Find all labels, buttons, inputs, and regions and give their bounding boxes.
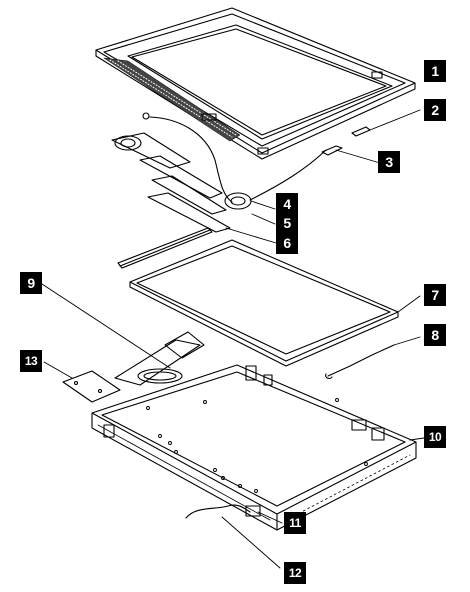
callout-7: 7: [424, 284, 446, 306]
callout-1: 1: [424, 60, 446, 82]
part-11-12-cable: [185, 504, 283, 569]
callout-3: 3: [378, 151, 400, 173]
callout-5: 5: [276, 212, 298, 234]
callout-8: 8: [424, 324, 446, 346]
callout-2: 2: [424, 99, 446, 121]
part-2-latch: [351, 109, 421, 137]
callout-12: 12: [284, 562, 306, 584]
part-10-rear-cover: [91, 364, 425, 531]
callout-11: 11: [284, 512, 306, 534]
part-1-bezel: [95, 7, 416, 160]
callout-10: 10: [424, 426, 446, 448]
part-9-hinge-cable: [41, 283, 205, 386]
part-6-brackets: [139, 155, 277, 244]
part-13-bracket: [43, 361, 121, 403]
part-8-rail: [325, 336, 421, 379]
callout-4: 4: [276, 193, 298, 215]
part-3-clip: [321, 145, 381, 164]
callout-13: 13: [20, 350, 42, 372]
callout-9: 9: [20, 272, 42, 294]
part-7-lcd-panel: [129, 239, 421, 367]
part-rail: [117, 227, 213, 269]
callout-6: 6: [276, 232, 298, 254]
part-4-5-speaker-assembly: [111, 112, 327, 225]
